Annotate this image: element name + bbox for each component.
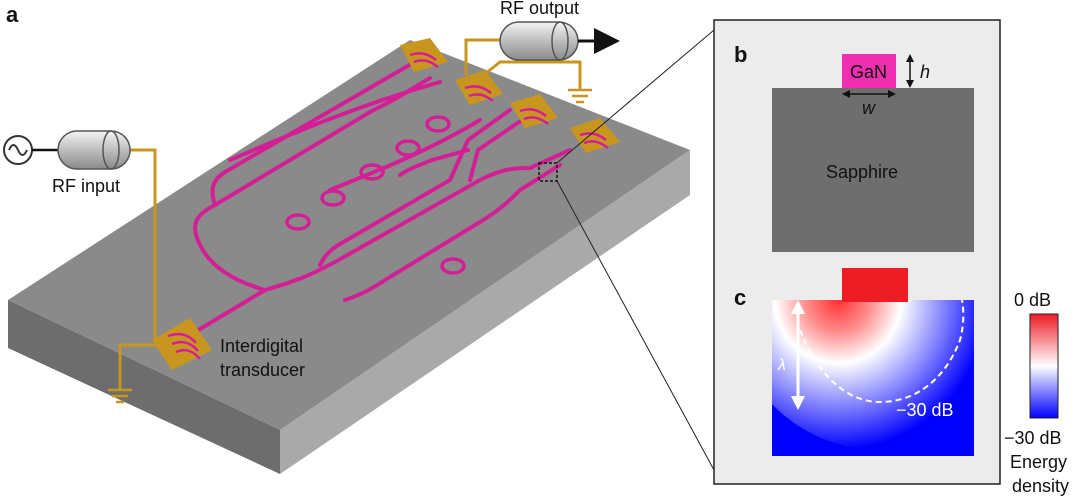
panel-a: RF input RF output Interdigital transduc… bbox=[3, 0, 715, 474]
waveguide-network bbox=[183, 58, 572, 340]
idt-input bbox=[152, 318, 212, 370]
ground-icon bbox=[108, 388, 132, 404]
panel-b: b GaN h w Sapphire bbox=[734, 42, 974, 252]
idt-output-1 bbox=[400, 38, 448, 72]
rf-input-label: RF input bbox=[52, 176, 120, 196]
colorbar-title-line2: density bbox=[1012, 476, 1069, 496]
output-arrow-icon bbox=[578, 28, 620, 54]
panel-letter-c: c bbox=[734, 285, 746, 310]
coaxial-cable-icon bbox=[499, 21, 579, 61]
ground-icon bbox=[568, 88, 592, 104]
idt-label-line2: transducer bbox=[220, 360, 305, 380]
inset-panel: b GaN h w Sapphire c λ bbox=[713, 19, 1001, 485]
idt-label-line1: Interdigital bbox=[220, 336, 303, 356]
colorbar-max-label: 0 dB bbox=[1014, 290, 1051, 310]
idt-output-2 bbox=[455, 70, 503, 105]
contour-label: −30 dB bbox=[896, 400, 954, 420]
panel-letter-b: b bbox=[734, 42, 747, 67]
ring-resonator bbox=[395, 139, 421, 157]
colorbar-title-line1: Energy bbox=[1010, 452, 1067, 472]
ring-resonator bbox=[440, 257, 466, 275]
sapphire-label: Sapphire bbox=[826, 162, 898, 182]
ring-resonators bbox=[285, 115, 466, 275]
height-label: h bbox=[920, 62, 930, 82]
coaxial-cable-icon bbox=[57, 130, 131, 170]
sapphire-substrate bbox=[8, 40, 690, 474]
zoom-line-top bbox=[556, 29, 715, 164]
zoom-line-bottom bbox=[556, 180, 715, 471]
rf-output-label: RF output bbox=[500, 0, 579, 18]
ring-resonator bbox=[359, 163, 385, 181]
gan-waveguide bbox=[842, 54, 896, 88]
zoom-region bbox=[538, 162, 558, 182]
ring-resonator bbox=[285, 213, 311, 231]
width-label: w bbox=[862, 98, 876, 118]
idt-output-3 bbox=[510, 94, 558, 128]
wavelength-label: λ bbox=[777, 357, 786, 374]
idt-output-4 bbox=[570, 118, 620, 153]
ac-source-icon bbox=[3, 135, 58, 165]
colorbar-min-label: −30 dB bbox=[1004, 428, 1062, 448]
colorbar: 0 dB −30 dB Energy density bbox=[1004, 290, 1069, 496]
ring-resonator bbox=[320, 189, 346, 207]
ring-resonator bbox=[425, 115, 451, 133]
panel-c: c λ −30 dB bbox=[734, 268, 974, 456]
panel-letter-a: a bbox=[6, 2, 19, 27]
energy-density-map bbox=[772, 300, 974, 456]
gan-label: GaN bbox=[850, 62, 887, 82]
sapphire-cross-section bbox=[772, 88, 974, 252]
gan-field-block bbox=[842, 268, 908, 302]
colorbar-gradient bbox=[1029, 313, 1059, 419]
